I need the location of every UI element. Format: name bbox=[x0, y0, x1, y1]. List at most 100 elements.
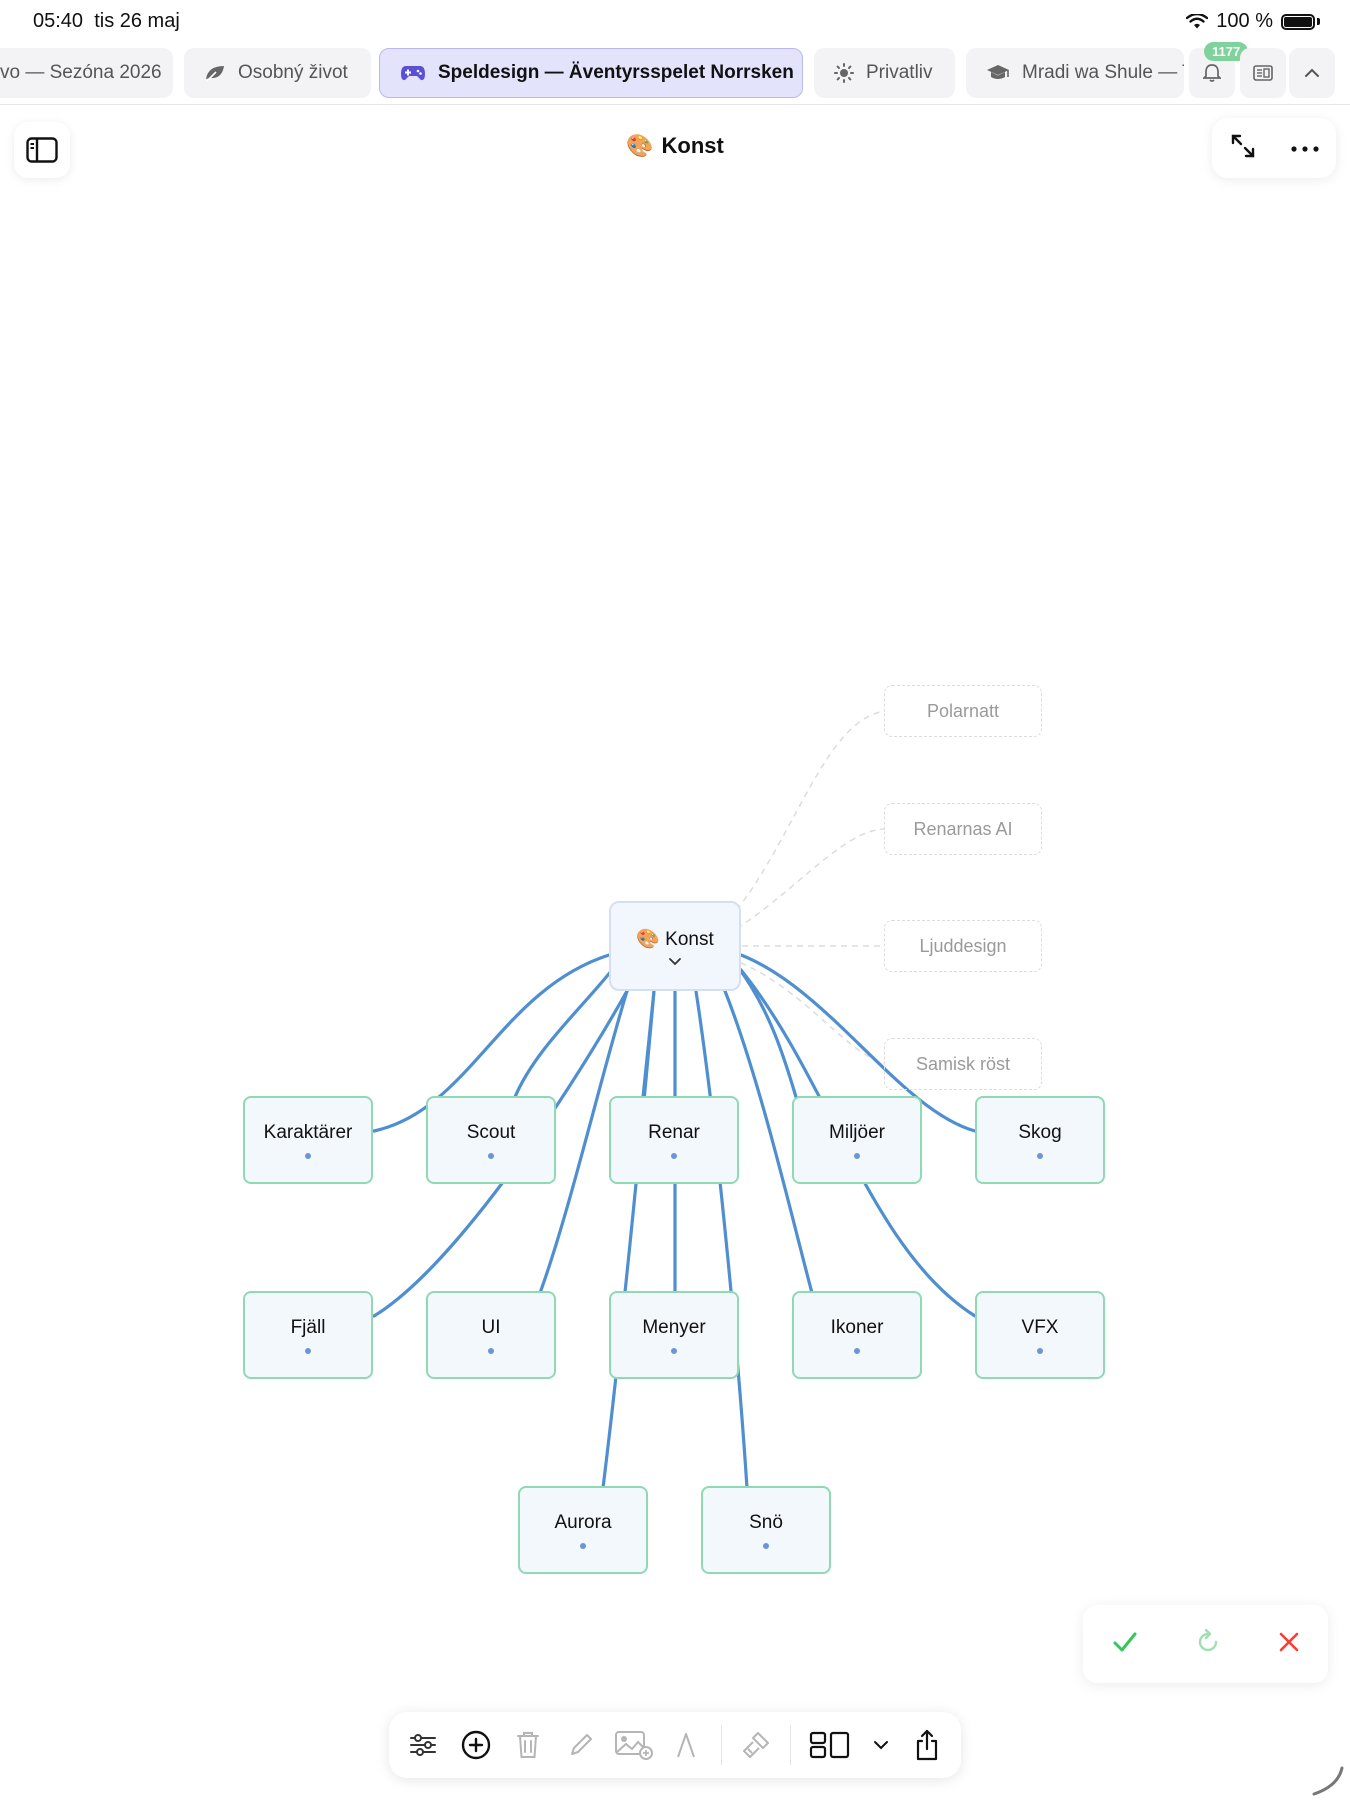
suggestion-renarnas-ai[interactable]: Renarnas AI bbox=[884, 803, 1042, 855]
reader-icon bbox=[1253, 65, 1273, 81]
checkmark-icon bbox=[1113, 1632, 1136, 1651]
more-icon bbox=[1290, 146, 1319, 152]
node-handle[interactable] bbox=[1037, 1347, 1043, 1354]
edge-karaktarer bbox=[372, 953, 611, 1133]
reader-button[interactable] bbox=[1240, 48, 1286, 98]
tab-mradi-wa-shule[interactable]: Mradi wa Shule — T bbox=[966, 48, 1184, 98]
bottom-toolbar bbox=[389, 1712, 961, 1778]
node-handle[interactable] bbox=[763, 1542, 769, 1549]
edge-skog bbox=[739, 953, 977, 1133]
notification-badge: 1177 bbox=[1204, 42, 1249, 61]
tab-privatliv[interactable]: Privatliv bbox=[814, 48, 955, 98]
accept-button[interactable] bbox=[1112, 1631, 1138, 1658]
edge-aurora bbox=[601, 989, 656, 1490]
edge-ui bbox=[538, 989, 629, 1295]
battery-percent: 100 % bbox=[1216, 10, 1273, 32]
palette-emoji: 🎨 bbox=[626, 133, 654, 158]
add-image-button[interactable] bbox=[609, 1720, 658, 1770]
battery-icon bbox=[1281, 13, 1315, 30]
regenerate-button[interactable] bbox=[1195, 1628, 1221, 1660]
share-button[interactable] bbox=[902, 1720, 951, 1770]
corner-scribble-icon bbox=[1312, 1766, 1344, 1796]
suggestion-polarnatt[interactable]: Polarnatt bbox=[884, 685, 1042, 737]
suggestion-samisk-rost[interactable]: Samisk röst bbox=[884, 1038, 1042, 1090]
suggestion-edge-polarnatt bbox=[714, 710, 886, 936]
sidebar-toggle-button[interactable] bbox=[14, 122, 70, 178]
leaf-icon bbox=[204, 63, 226, 83]
image-add-icon bbox=[614, 1731, 653, 1760]
node-handle[interactable] bbox=[854, 1152, 860, 1159]
text-style-button[interactable] bbox=[662, 1720, 711, 1770]
tab-speldesign[interactable]: Speldesign — Äventyrsspelet Norrsken bbox=[379, 48, 803, 98]
node-menyer[interactable]: Menyer bbox=[609, 1291, 739, 1379]
node-fjall[interactable]: Fjäll bbox=[243, 1291, 373, 1379]
edge-miljoer bbox=[736, 965, 798, 1099]
root-node[interactable]: 🎨 Konst bbox=[609, 901, 741, 991]
edit-button[interactable] bbox=[557, 1720, 606, 1770]
node-handle[interactable] bbox=[671, 1152, 677, 1159]
sliders-icon bbox=[410, 1734, 437, 1756]
layout-button[interactable] bbox=[801, 1720, 859, 1770]
node-scout[interactable]: Scout bbox=[426, 1096, 556, 1184]
trash-icon bbox=[517, 1732, 540, 1758]
chevron-down-icon[interactable] bbox=[668, 957, 682, 966]
share-icon bbox=[916, 1729, 937, 1761]
node-aurora[interactable]: Aurora bbox=[518, 1486, 648, 1574]
status-time: 05:40 tis 26 maj bbox=[33, 10, 180, 32]
node-renar[interactable]: Renar bbox=[609, 1096, 739, 1184]
node-vfx[interactable]: VFX bbox=[975, 1291, 1105, 1379]
collapse-tabs-button[interactable] bbox=[1289, 48, 1335, 98]
wifi-icon bbox=[1186, 13, 1209, 28]
node-handle[interactable] bbox=[580, 1542, 586, 1549]
pencil-icon bbox=[571, 1734, 593, 1755]
node-handle[interactable] bbox=[305, 1152, 311, 1159]
expand-icon bbox=[1231, 134, 1254, 157]
status-bar: 05:40 tis 26 maj 100 % bbox=[0, 0, 1350, 42]
suggestion-actions bbox=[1083, 1605, 1328, 1683]
node-handle[interactable] bbox=[1037, 1152, 1043, 1159]
layout-icon bbox=[810, 1731, 850, 1759]
delete-button[interactable] bbox=[504, 1720, 553, 1770]
tab-sezona[interactable]: vo — Sezóna 2026 bbox=[0, 48, 173, 98]
plus-circle-icon bbox=[461, 1730, 491, 1760]
node-handle[interactable] bbox=[488, 1347, 494, 1354]
add-node-button[interactable] bbox=[452, 1720, 501, 1770]
edge-scout bbox=[513, 968, 614, 1099]
page-title: 🎨Konst bbox=[626, 133, 724, 158]
tab-osobny-zivot[interactable]: Osobný život bbox=[184, 48, 371, 98]
layout-dropdown[interactable] bbox=[863, 1720, 898, 1770]
node-handle[interactable] bbox=[671, 1347, 677, 1354]
refresh-icon bbox=[1198, 1628, 1217, 1651]
header-actions bbox=[1212, 118, 1336, 178]
node-ikoner[interactable]: Ikoner bbox=[792, 1291, 922, 1379]
tab-bar: vo — Sezóna 2026 Osobný život Speldesign… bbox=[0, 42, 1350, 104]
sun-icon bbox=[834, 63, 854, 83]
format-paint-button[interactable] bbox=[732, 1720, 781, 1770]
node-miljoer[interactable]: Miljöer bbox=[792, 1096, 922, 1184]
gamepad-icon bbox=[400, 64, 426, 82]
edge-sno bbox=[694, 989, 749, 1490]
settings-button[interactable] bbox=[399, 1720, 448, 1770]
tab-divider bbox=[0, 104, 1350, 105]
node-sno[interactable]: Snö bbox=[701, 1486, 831, 1574]
graduation-cap-icon bbox=[986, 63, 1010, 83]
node-skog[interactable]: Skog bbox=[975, 1096, 1105, 1184]
chevron-up-icon bbox=[1305, 68, 1319, 77]
close-icon bbox=[1279, 1632, 1298, 1651]
suggestion-edge-renarnas-ai bbox=[717, 828, 886, 941]
more-button[interactable] bbox=[1290, 139, 1319, 157]
node-karaktarer[interactable]: Karaktärer bbox=[243, 1096, 373, 1184]
edge-ikoner bbox=[723, 989, 814, 1295]
suggestion-ljuddesign[interactable]: Ljuddesign bbox=[884, 920, 1042, 972]
node-handle[interactable] bbox=[488, 1152, 494, 1159]
reject-button[interactable] bbox=[1278, 1631, 1300, 1658]
node-ui[interactable]: UI bbox=[426, 1291, 556, 1379]
node-handle[interactable] bbox=[854, 1347, 860, 1354]
chevron-down-icon bbox=[873, 1741, 888, 1750]
node-handle[interactable] bbox=[305, 1347, 311, 1354]
expand-button[interactable] bbox=[1230, 133, 1256, 164]
font-icon bbox=[677, 1733, 696, 1758]
brush-icon bbox=[742, 1732, 769, 1758]
status-right: 100 % bbox=[1186, 10, 1320, 33]
